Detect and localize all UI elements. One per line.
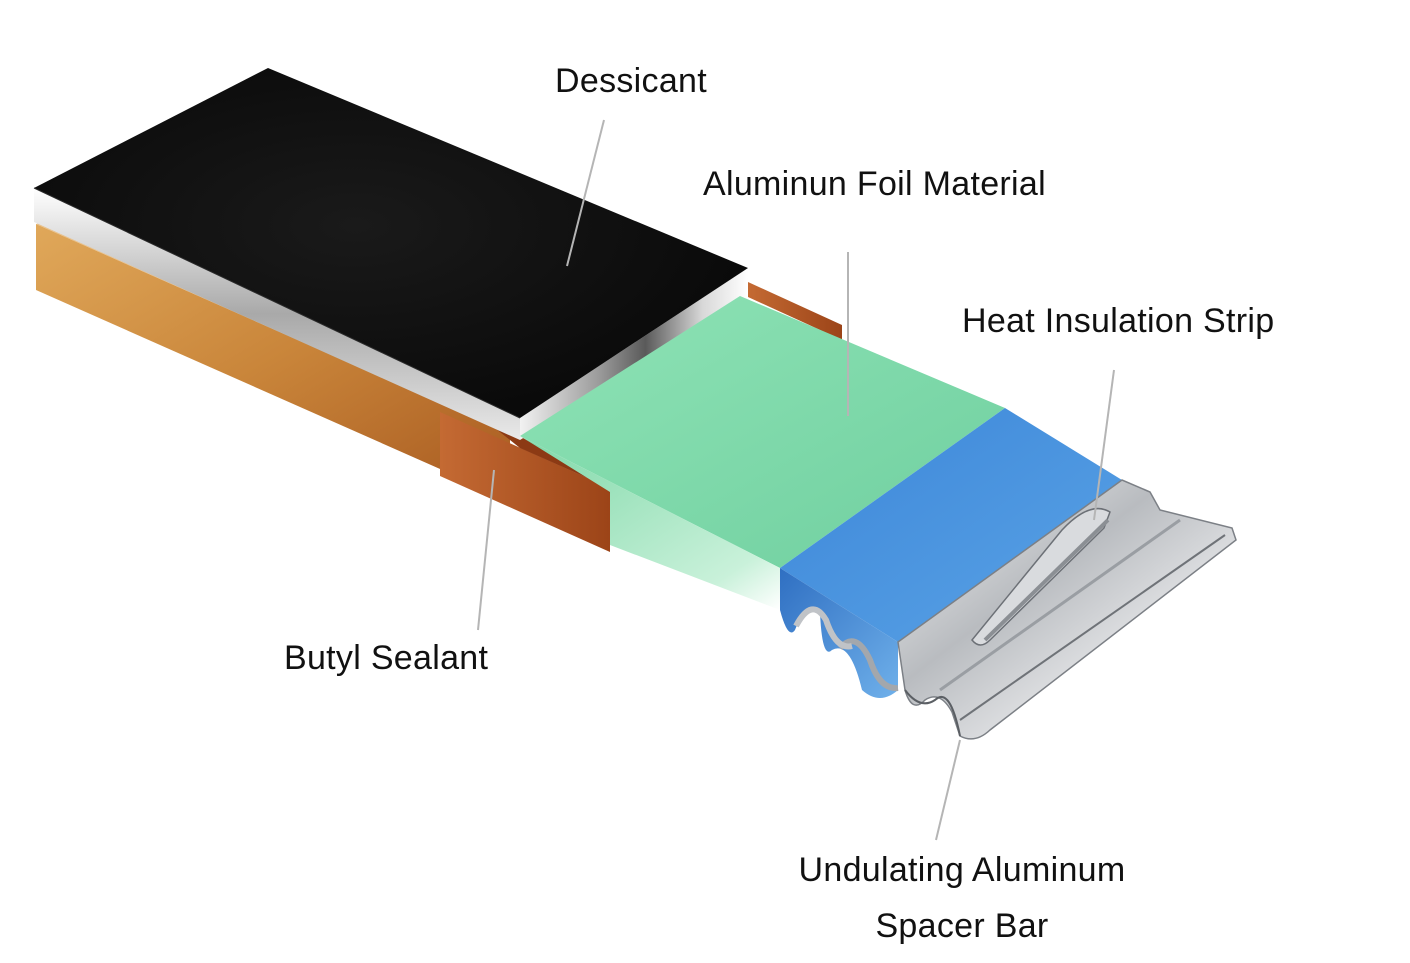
leader-line-butyl-sealant: [477, 469, 495, 631]
aluminum-foil-material-layer: [520, 296, 1005, 610]
label-dessicant: Dessicant: [555, 62, 707, 100]
leader-lines: [477, 119, 1115, 841]
leader-line-dessicant: [566, 119, 605, 267]
aluminum-foil-edge: [34, 188, 748, 440]
label-aluminum-foil-material: Aluminun Foil Material: [703, 165, 1046, 203]
label-butyl-sealant: Butyl Sealant: [284, 639, 489, 677]
leader-line-heat-insulation: [1093, 369, 1115, 521]
label-spacer-bar-line1: Undulating Aluminum: [798, 851, 1126, 889]
label-spacer-bar-line2: Spacer Bar: [875, 907, 1049, 945]
undulating-aluminum-spacer-bar: [793, 479, 1237, 740]
leader-line-spacer-bar: [935, 739, 961, 841]
heat-insulation-strip-layer: [780, 408, 1122, 698]
dessicant-layer: [33, 68, 748, 419]
label-heat-insulation-strip: Heat Insulation Strip: [962, 302, 1275, 340]
